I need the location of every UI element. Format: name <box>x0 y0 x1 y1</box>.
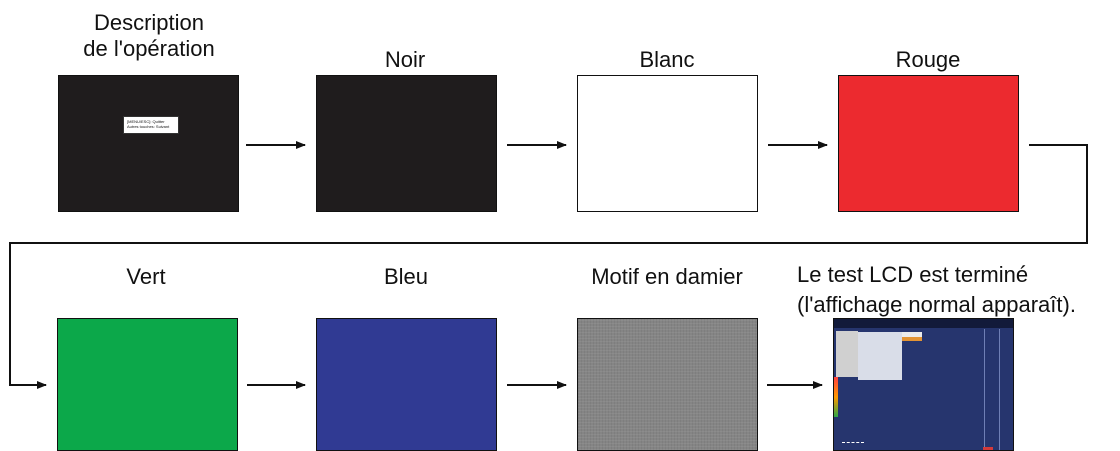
step-label-rouge: Rouge <box>895 47 961 72</box>
display-submenu-highlight <box>902 337 922 341</box>
step-label-test-termine-line1: Le test LCD est terminé <box>797 262 1029 287</box>
operation-dialog-line2: Autres touches: Suivant <box>127 124 170 129</box>
display-scale-line-2 <box>999 329 1000 450</box>
display-header-bar <box>834 319 1013 328</box>
panel-normal-display <box>833 318 1014 451</box>
step-label-blanc: Blanc <box>639 47 695 72</box>
step-label-test-termine: Le test LCD est terminé (l'affichage nor… <box>797 260 1120 320</box>
step-label-description-line1: Description <box>93 10 205 35</box>
arrow-rouge-to-vert <box>9 144 1088 389</box>
panel-motif-en-damier <box>577 318 758 451</box>
display-main-menu <box>836 331 858 377</box>
panel-description-screen: [MENU/ESC]: Quitter Autres touches: Suiv… <box>58 75 239 212</box>
operation-dialog: [MENU/ESC]: Quitter Autres touches: Suiv… <box>123 116 179 134</box>
panel-blanc <box>577 75 758 212</box>
step-label-bleu: Bleu <box>383 264 429 289</box>
step-label-noir: Noir <box>384 47 426 72</box>
step-label-description: Description de l'opération <box>49 10 249 62</box>
panel-vert <box>57 318 238 451</box>
panel-rouge <box>838 75 1019 212</box>
step-label-vert: Vert <box>126 264 166 289</box>
display-footer-marker <box>983 447 993 450</box>
step-label-test-termine-line2: (l'affichage normal apparaît). <box>797 292 1076 317</box>
step-label-description-line2: de l'opération <box>83 36 215 61</box>
display-submenu <box>858 332 902 380</box>
display-submenu-popup <box>902 332 922 338</box>
display-dashed-marker <box>842 442 864 444</box>
display-color-scale <box>834 377 838 417</box>
panel-bleu <box>316 318 497 451</box>
panel-noir <box>316 75 497 212</box>
operation-dialog-line1: [MENU/ESC]: Quitter <box>127 119 165 124</box>
display-scale-line-1 <box>984 329 985 450</box>
step-label-motif-en-damier: Motif en damier <box>591 264 743 289</box>
